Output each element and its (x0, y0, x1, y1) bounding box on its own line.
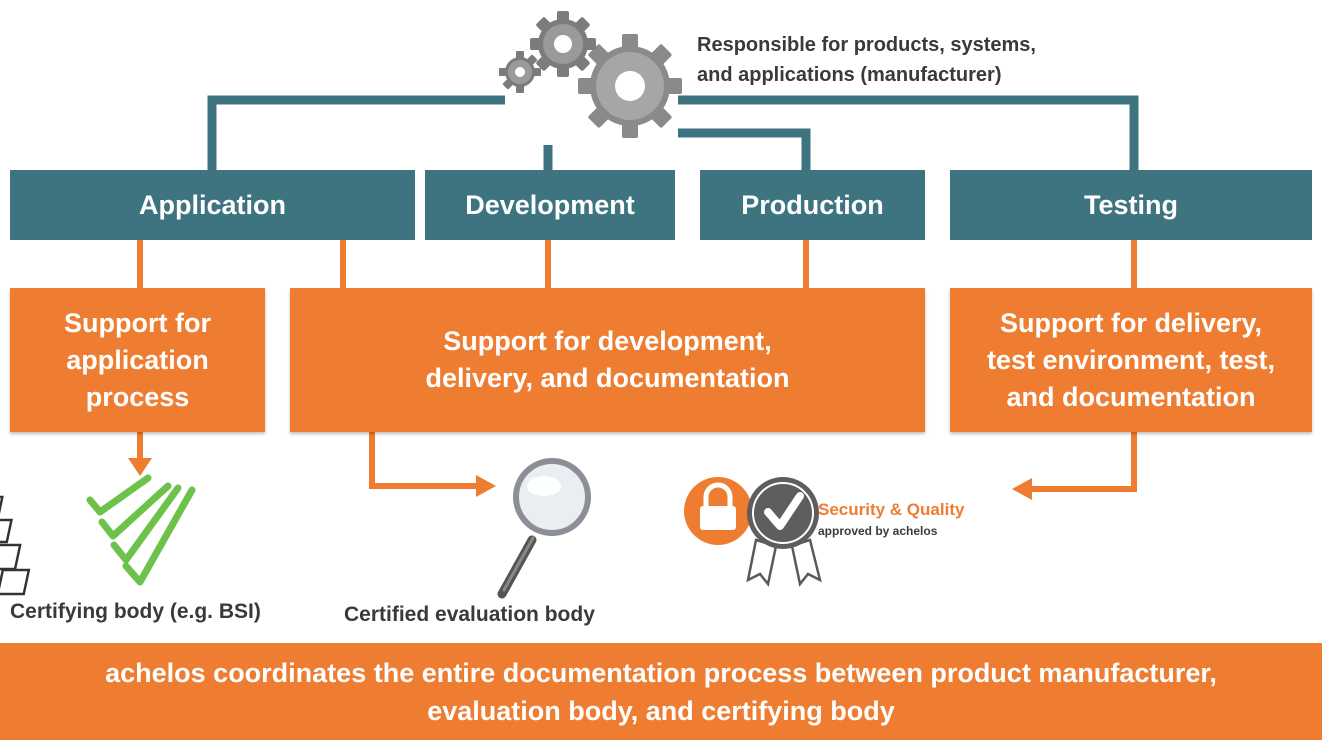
footer-banner: achelos coordinates the entire documenta… (0, 643, 1322, 740)
support-testing-text: Support for delivery, test environment, … (986, 307, 1276, 412)
teal-connectors (207, 95, 1139, 170)
phase-testing: Testing (950, 170, 1312, 240)
magnifier-icon (497, 458, 591, 599)
evaluation-body-label: Certified evaluation body (344, 603, 595, 626)
check-seal-icon (746, 477, 822, 587)
orange-arrowheads (128, 458, 1032, 500)
phase-development-label: Development (465, 189, 635, 220)
support-application-box: Support for application process (10, 288, 265, 432)
gears-icon (499, 11, 682, 138)
manufacturer-note: Responsible for products, systems, and a… (697, 34, 1036, 86)
phase-testing-label: Testing (1084, 189, 1178, 220)
checklist-icon (0, 474, 196, 596)
support-development-box: Support for development, delivery, and d… (290, 288, 925, 432)
phase-application: Application (10, 170, 415, 240)
support-development-text: Support for development, delivery, and d… (425, 326, 790, 393)
footer-text: achelos coordinates the entire documenta… (105, 657, 1217, 726)
orange-connectors (137, 240, 1137, 492)
padlock-icon (684, 477, 752, 545)
phase-development: Development (425, 170, 675, 240)
support-application-text: Support for application process (64, 307, 211, 412)
phase-production: Production (700, 170, 925, 240)
badge-subtitle: approved by achelos (818, 524, 938, 538)
badge-title: Security & Quality (818, 500, 965, 519)
certifying-body-label: Certifying body (e.g. BSI) (10, 600, 261, 623)
phase-application-label: Application (139, 189, 286, 220)
phase-production-label: Production (741, 189, 884, 220)
support-testing-box: Support for delivery, test environment, … (950, 288, 1312, 432)
